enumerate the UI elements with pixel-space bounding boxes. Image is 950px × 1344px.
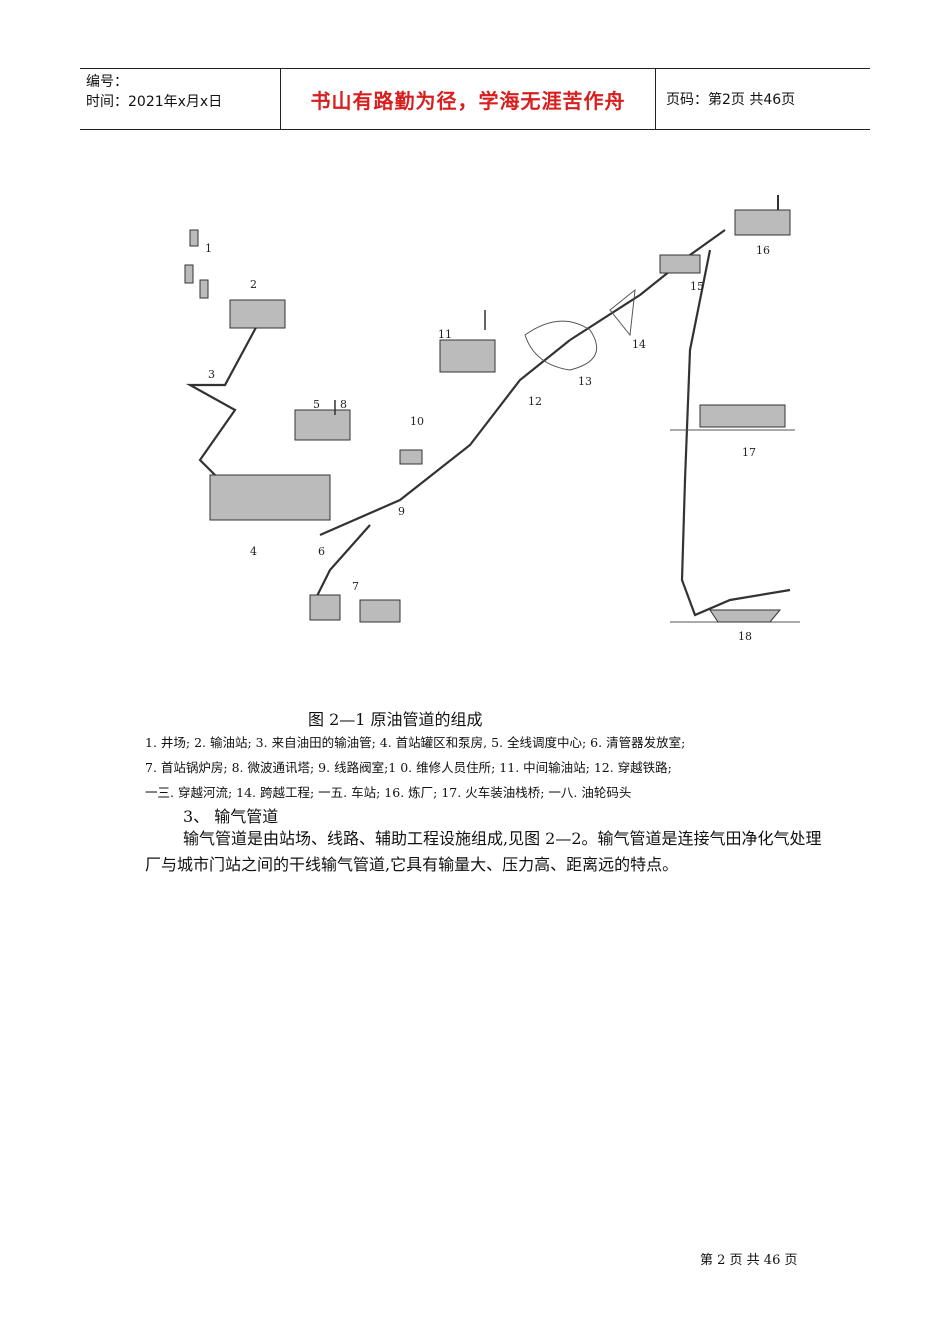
boiler-house-annex (359, 599, 401, 623)
figure-label-14: 14 (632, 338, 646, 351)
document-time-label: 时间：2021年x月x日 (86, 94, 223, 110)
figure-caption: 图 2—1 原油管道的组成 (308, 710, 483, 729)
figure-label-2: 2 (250, 278, 257, 291)
boiler-branch (314, 524, 371, 601)
train-station (659, 254, 701, 274)
figure-label-5: 5 (313, 398, 320, 411)
well-1 (189, 229, 199, 247)
oil-station (229, 299, 286, 329)
figure-label-11: 11 (438, 328, 452, 341)
section-title: 3、 输气管道 (183, 807, 279, 826)
figure-label-10: 10 (410, 415, 424, 428)
figure-label-12: 12 (528, 395, 542, 408)
legend-line-1: 1. 井场; 2. 输油站; 3. 来自油田的输油管; 4. 首站罐区和泵房, … (145, 735, 686, 750)
figure-label-6: 6 (318, 545, 325, 558)
figure-label-13: 13 (578, 375, 592, 388)
refinery (734, 209, 791, 236)
header-motto: 书山有路勤为径，学海无涯苦作舟 (280, 69, 656, 129)
figure-label-4: 4 (250, 545, 257, 558)
main-pipeline (319, 339, 571, 537)
figure-label-17: 17 (742, 446, 756, 459)
rail-loading-trestle (699, 404, 786, 428)
legend-line-2: 7. 首站锅炉房; 8. 微波通讯塔; 9. 线路阀室;1 0. 维修人员住所;… (145, 760, 672, 775)
page-header: 编号： 时间：2021年x月x日 书山有路勤为径，学海无涯苦作舟 页码：第2页 … (80, 68, 870, 130)
head-station-tanks (209, 474, 331, 521)
header-left: 编号： 时间：2021年x月x日 (80, 69, 280, 129)
figure-label-15: 15 (690, 280, 704, 293)
figure-label-7: 7 (352, 580, 359, 593)
figure-label-1: 1 (205, 242, 212, 255)
figure-label-9: 9 (398, 505, 405, 518)
page-footer: 第 2 页 共 46 页 (700, 1253, 798, 1268)
figure-label-16: 16 (756, 244, 770, 257)
figure-legend: 1. 井场; 2. 输油站; 3. 来自油田的输油管; 4. 首站罐区和泵房, … (145, 730, 825, 805)
figure-label-8: 8 (340, 398, 347, 411)
upper-pipeline (569, 229, 726, 341)
body-paragraph: 输气管道是由站场、线路、辅助工程设施组成,见图 2—2。输气管道是连接气田净化气… (145, 829, 822, 874)
span-structure (609, 288, 636, 337)
descending-pipeline (680, 249, 791, 617)
dispatch-center (294, 409, 351, 441)
figure-label-18: 18 (738, 630, 752, 643)
header-page-info: 页码：第2页 共46页 (666, 92, 796, 108)
pipeline-illustration: 1 2 3 4 5 6 7 8 9 10 11 12 13 14 15 16 1… (170, 160, 810, 680)
intermediate-station (439, 339, 496, 373)
figure-label-3: 3 (208, 368, 215, 381)
river-outline (524, 320, 598, 371)
boiler-house (309, 594, 341, 621)
pipeline-diagram-svg: 1 2 3 4 5 6 7 8 9 10 11 12 13 14 15 16 1… (184, 195, 800, 643)
document-number-label: 编号： (86, 74, 128, 90)
well-3 (199, 279, 209, 299)
legend-line-3: 一三. 穿越河流; 14. 跨越工程; 一五. 车站; 16. 炼厂; 17. … (145, 785, 632, 800)
oil-tanker (709, 609, 782, 623)
maintenance-housing (399, 449, 423, 465)
well-2 (184, 264, 194, 284)
